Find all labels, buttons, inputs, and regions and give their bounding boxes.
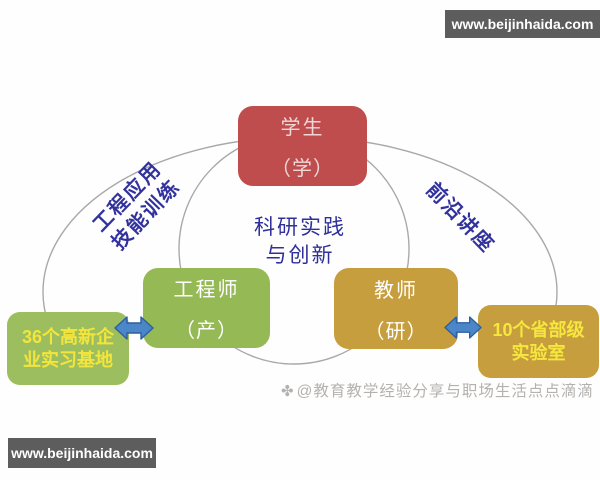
center-label-line1: 科研实践 xyxy=(254,216,346,239)
node-student: 学生 （学） xyxy=(238,106,367,186)
credit-text: @教育教学经验分享与职场生活点点滴滴 xyxy=(296,383,594,400)
right-double-arrow-icon xyxy=(444,316,482,339)
node-provincial-lab-line2: 实验室 xyxy=(511,342,566,363)
credit-logo-icon: ✤ xyxy=(281,383,295,400)
node-student-subtitle: （学） xyxy=(271,158,334,180)
watermark-top-right: www.beijinhaida.com xyxy=(445,10,600,38)
node-teacher-subtitle: （研） xyxy=(364,320,428,343)
node-teacher-title: 教师 xyxy=(374,279,418,302)
node-engineer-title: 工程师 xyxy=(173,279,240,301)
node-provincial-lab: 10个省部级 实验室 xyxy=(478,305,599,378)
node-engineer: 工程师 （产） xyxy=(143,268,270,348)
node-student-title: 学生 xyxy=(280,117,325,139)
center-label-line2: 与创新 xyxy=(265,244,335,267)
center-label-research-innovation: 科研实践 与创新 xyxy=(230,214,370,270)
node-enterprise-base-line2: 业实习基地 xyxy=(23,349,113,370)
node-enterprise-base: 36个高新企 业实习基地 xyxy=(7,312,129,385)
watermark-top-right-text: www.beijinhaida.com xyxy=(451,16,594,32)
node-teacher: 教师 （研） xyxy=(334,268,458,349)
left-double-arrow-icon xyxy=(114,316,154,340)
node-enterprise-base-line1: 36个高新企 xyxy=(21,326,115,347)
credit-line: ✤@教育教学经验分享与职场生活点点滴滴 xyxy=(281,379,594,401)
node-provincial-lab-line1: 10个省部级 xyxy=(492,319,585,340)
watermark-bottom-left-text: www.beijinhaida.com xyxy=(11,445,153,461)
node-engineer-subtitle: （产） xyxy=(175,320,238,342)
watermark-bottom-left: www.beijinhaida.com xyxy=(8,438,156,468)
